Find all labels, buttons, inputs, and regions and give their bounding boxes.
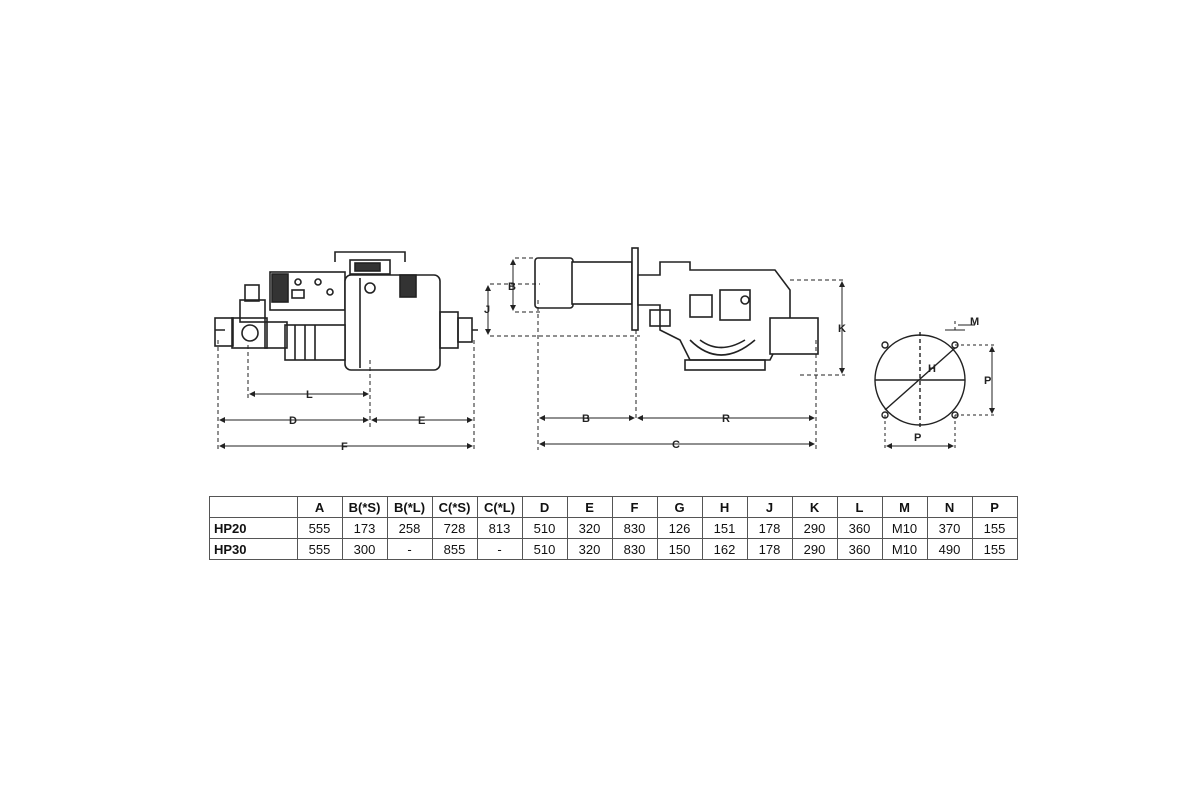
column-header: N [926, 496, 973, 518]
table-cell: 320 [566, 538, 613, 560]
dim-label-K: K [838, 323, 846, 335]
model-name-cell: HP30 [209, 538, 298, 560]
burner-dimension-drawing: L D E F B J K B R C [214, 247, 995, 453]
table-cell: 155 [971, 538, 1018, 560]
column-header: C(*L) [476, 496, 523, 518]
table-cell: 162 [701, 538, 748, 560]
table-cell: 855 [431, 538, 478, 560]
dim-label-E: E [418, 415, 425, 427]
table-cell: 370 [926, 517, 973, 539]
table-cell: 555 [296, 538, 343, 560]
dim-label-P: P [914, 432, 921, 444]
table-cell: M10 [881, 517, 928, 539]
table-cell: 360 [836, 517, 883, 539]
table-cell: 320 [566, 517, 613, 539]
table-cell: 151 [701, 517, 748, 539]
column-header: P [971, 496, 1018, 518]
table-cell: 178 [746, 517, 793, 539]
column-header: E [566, 496, 613, 518]
table-cell: 490 [926, 538, 973, 560]
flange-view [874, 332, 966, 428]
dim-label-H: H [928, 363, 936, 375]
table-header-row: A B(*S) B(*L) C(*S) C(*L) D E F G H J K … [209, 496, 1018, 518]
column-header: G [656, 496, 703, 518]
column-header: A [296, 496, 343, 518]
dim-label-B-vertical: B [508, 281, 516, 293]
column-header: B(*S) [341, 496, 388, 518]
column-header: L [836, 496, 883, 518]
dim-label-F: F [341, 441, 348, 453]
column-header: M [881, 496, 928, 518]
table-cell: 178 [746, 538, 793, 560]
table-cell: M10 [881, 538, 928, 560]
column-header: J [746, 496, 793, 518]
side-view-dimensions [217, 340, 475, 452]
table-cell: 290 [791, 517, 838, 539]
column-header: K [791, 496, 838, 518]
column-header: D [521, 496, 568, 518]
table-cell: 290 [791, 538, 838, 560]
table-cell: 150 [656, 538, 703, 560]
table-row: HP20 555 173 258 728 813 510 320 830 126… [209, 517, 1018, 539]
table-cell: 173 [341, 517, 388, 539]
table-corner-cell [209, 496, 298, 518]
table-cell: 510 [521, 517, 568, 539]
dim-label-C: C [672, 439, 680, 451]
column-header: B(*L) [386, 496, 433, 518]
dim-label-D: D [289, 415, 297, 427]
model-name-cell: HP20 [209, 517, 298, 539]
table-cell: - [476, 538, 523, 560]
dim-label-L: L [306, 389, 313, 401]
table-cell: 360 [836, 538, 883, 560]
side-view [214, 251, 478, 371]
table-cell: 830 [611, 538, 658, 560]
table-cell: 728 [431, 517, 478, 539]
front-view-dimensions [485, 257, 845, 450]
dim-label-J: J [484, 304, 490, 316]
table-cell: 510 [521, 538, 568, 560]
front-view [534, 247, 819, 371]
dimension-table: A B(*S) B(*L) C(*S) C(*L) D E F G H J K … [209, 496, 1018, 560]
table-row: HP30 555 300 - 855 - 510 320 830 150 162… [209, 538, 1018, 560]
table-cell: 126 [656, 517, 703, 539]
table-cell: 155 [971, 517, 1018, 539]
table-cell: - [386, 538, 433, 560]
dim-label-M: M [970, 316, 979, 328]
table-cell: 830 [611, 517, 658, 539]
flange-view-dimensions [884, 320, 995, 450]
column-header: C(*S) [431, 496, 478, 518]
column-header: H [701, 496, 748, 518]
table-cell: 258 [386, 517, 433, 539]
dim-label-R: R [722, 413, 730, 425]
dim-label-B: B [582, 413, 590, 425]
table-cell: 813 [476, 517, 523, 539]
table-cell: 300 [341, 538, 388, 560]
table-cell: 555 [296, 517, 343, 539]
dim-label-P-vertical: P [984, 375, 991, 387]
column-header: F [611, 496, 658, 518]
